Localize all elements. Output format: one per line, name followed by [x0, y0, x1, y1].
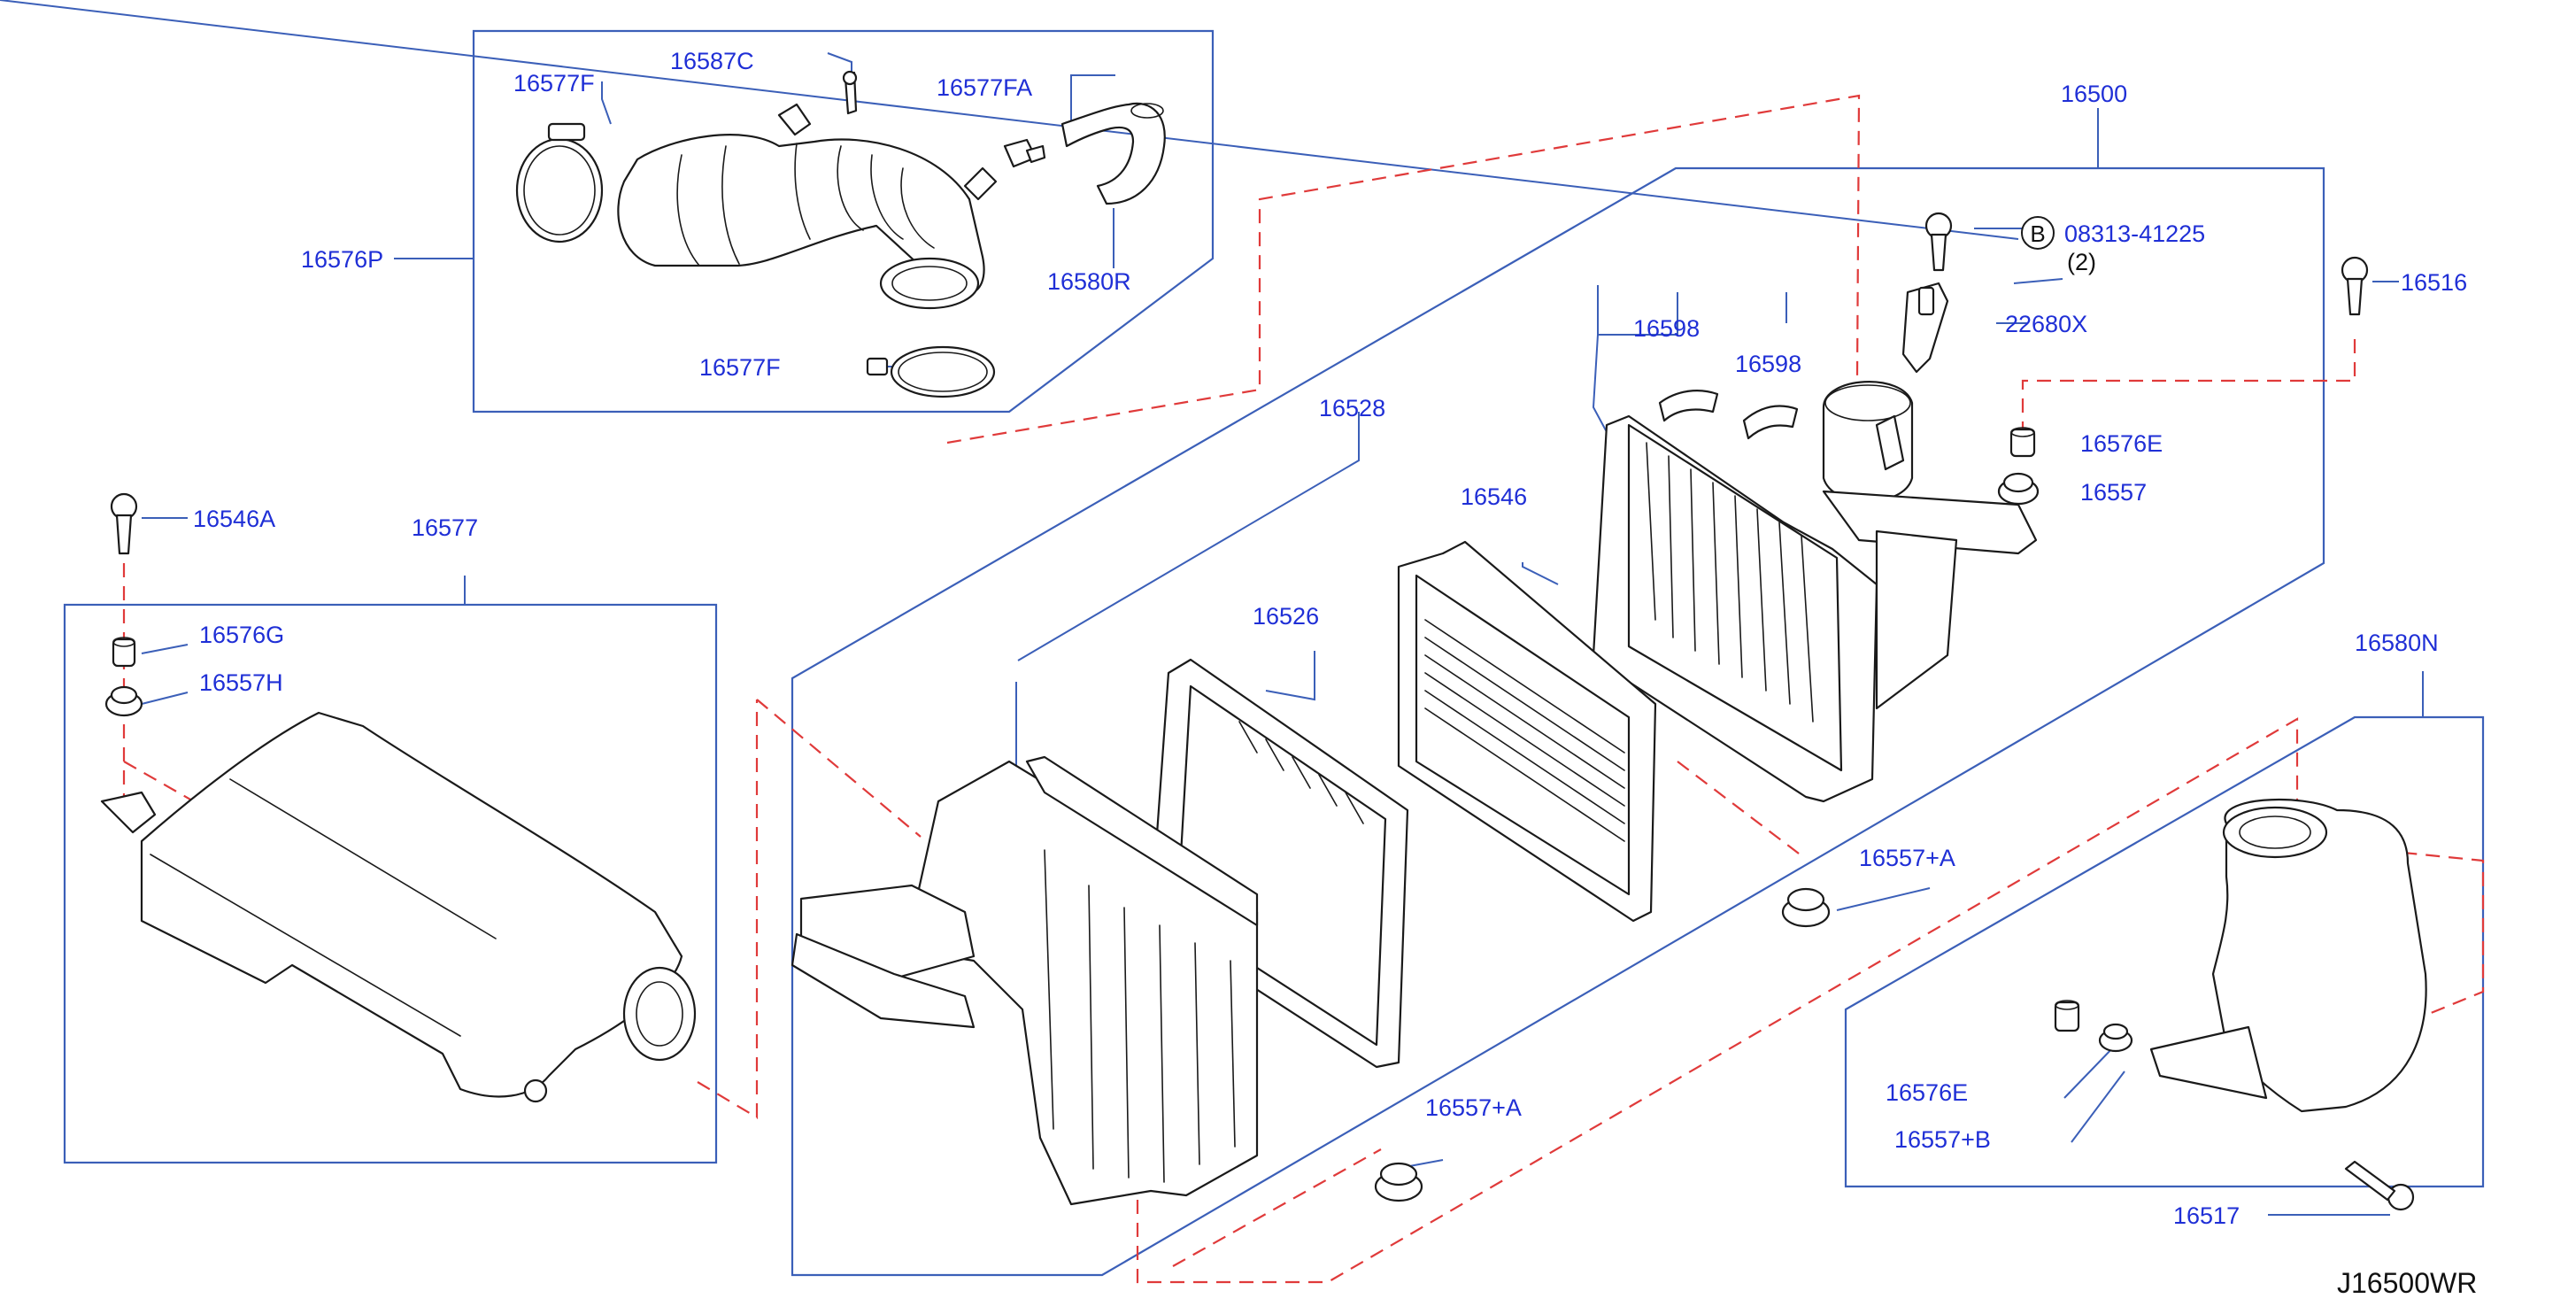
hose-clamp-icon — [515, 122, 604, 243]
label-16546: 16546 — [1461, 483, 1527, 510]
label-16546A: 16546A — [193, 506, 275, 532]
label-16576G: 16576G — [199, 622, 284, 648]
label-16557H: 16557H — [199, 669, 283, 696]
label-16526: 16526 — [1253, 603, 1319, 630]
label-16580N: 16580N — [2355, 630, 2439, 656]
label-16577: 16577 — [412, 514, 478, 541]
label-16557A-bottom: 16557+A — [1425, 1094, 1522, 1121]
label-08313-41225: 08313-41225 — [2064, 220, 2205, 247]
clip-icon — [842, 70, 858, 115]
label-22680X: 22680X — [2005, 311, 2087, 337]
group-frame-resonator — [63, 603, 718, 1164]
label-16500: 16500 — [2061, 81, 2127, 107]
label-16598-left: 16598 — [1633, 315, 1700, 342]
filter-element-icon — [1397, 540, 1657, 923]
bolt-16546A-icon — [110, 492, 138, 555]
bolt-08313-icon — [1924, 212, 1953, 272]
group-frame-air-cleaner — [791, 166, 2325, 1277]
label-16577FA: 16577FA — [937, 74, 1032, 101]
label-16576E-top: 16576E — [2080, 430, 2163, 457]
clip-16598-left-icon — [1658, 390, 1719, 422]
bolt-16516-icon — [2341, 256, 2369, 316]
grommet-16557-icon — [1997, 472, 2040, 506]
bolt-marker-letter: B — [2030, 220, 2045, 247]
bolt-marker: B — [2021, 216, 2055, 250]
grommet-16557A-right-icon — [1781, 887, 1831, 928]
grommet-16557B-icon — [2098, 1023, 2133, 1053]
label-16517: 16517 — [2173, 1202, 2240, 1229]
alignment-guides — [122, 94, 2485, 1284]
diagram-reference-code: J16500WR — [2337, 1267, 2477, 1299]
label-16577F-top: 16577F — [513, 70, 595, 97]
collar-16576E-icon — [2009, 427, 2036, 458]
side-resonator-icon — [2149, 798, 2427, 1113]
label-16557: 16557 — [2080, 479, 2147, 506]
breather-hose-icon — [1060, 102, 1166, 205]
grommet-16557A-bottom-icon — [1374, 1162, 1423, 1202]
label-16598-right: 16598 — [1735, 351, 1801, 377]
label-16557A-right: 16557+A — [1859, 845, 1955, 871]
label-16577F-bottom: 16577F — [699, 354, 781, 381]
label-16528: 16528 — [1319, 395, 1385, 421]
air-cleaner-lower-body-icon — [791, 755, 1259, 1206]
hose-clamp-lower-icon — [866, 345, 996, 398]
collar-16576E-lower-icon — [2054, 1000, 2080, 1032]
label-16516: 16516 — [2401, 269, 2467, 296]
collar-16576G-icon — [112, 637, 136, 668]
maf-sensor-icon — [1875, 282, 1949, 471]
group-frame-intake-duct — [472, 29, 1215, 414]
label-16576E-bottom: 16576E — [1886, 1079, 1968, 1106]
intake-duct-icon — [617, 103, 998, 310]
label-08313-qty: (2) — [2067, 249, 2096, 275]
leader-lines — [0, 0, 2424, 1216]
air-cleaner-upper-body-icon — [1592, 381, 2038, 803]
label-16587C: 16587C — [670, 48, 754, 74]
bolt-16517-icon — [2344, 1160, 2415, 1211]
clip-16598-right-icon — [1742, 405, 1799, 440]
resonator-duct-icon — [100, 711, 697, 1103]
label-16557B: 16557+B — [1894, 1126, 1991, 1153]
connector-clip-icon — [1003, 138, 1046, 168]
air-cleaner-frame-icon — [1149, 658, 1409, 1069]
label-16576P: 16576P — [301, 246, 383, 273]
grommet-16557H-icon — [104, 685, 143, 717]
label-16580R: 16580R — [1047, 268, 1131, 295]
